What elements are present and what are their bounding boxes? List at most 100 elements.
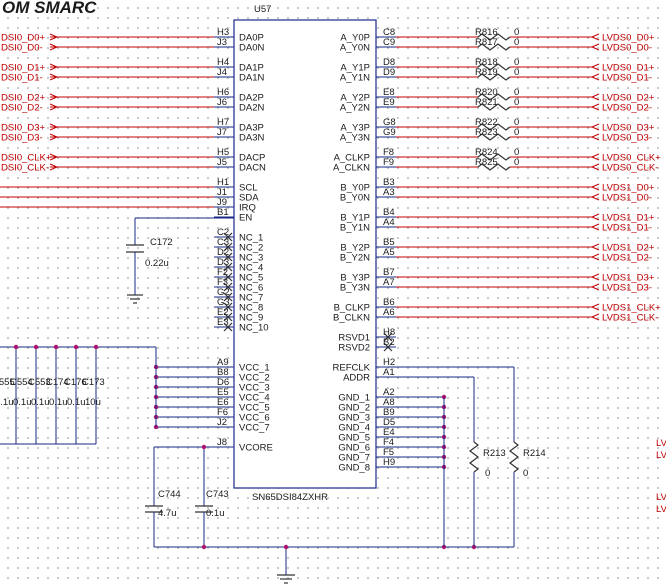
chip-part: SN65DSI84ZXHR <box>252 492 328 503</box>
pin-number: H9 <box>383 457 395 468</box>
pin-number: B6 <box>383 297 395 308</box>
decoupling-cap-bank: C5550.1uC5540.1uC5530.1uC1740.1uC1760.1u… <box>0 344 156 445</box>
pin-E2[interactable]: NC_9E2 <box>214 307 263 324</box>
pin-C2[interactable]: NC_1C2 <box>214 227 263 244</box>
port-arrow-icon <box>590 273 600 281</box>
cap-ref: C553 <box>28 377 51 388</box>
pin-F2[interactable]: NC_5F2 <box>214 267 263 284</box>
pin-number: J4 <box>217 67 227 78</box>
pin-name: A_Y1P <box>340 63 370 74</box>
net-label: LVDS1_D2- <box>602 253 652 264</box>
net-label: DSI0_D1- <box>1 73 43 84</box>
pin-D3[interactable]: NC_4D3 <box>214 257 263 274</box>
pin-number: G3 <box>217 297 230 308</box>
pin-number: B9 <box>383 407 395 418</box>
pin-number: B3 <box>383 177 395 188</box>
cap-val: 10u <box>85 397 101 408</box>
pin-number: A6 <box>383 307 395 318</box>
pin-G2[interactable]: NC_7G2 <box>214 287 263 304</box>
pin-number: J3 <box>217 37 227 48</box>
cap-C555[interactable]: C5550.1u <box>0 344 19 444</box>
net-label: LVDS0_D1+ <box>602 63 655 74</box>
pin-G3[interactable]: NC_8G3 <box>214 297 263 314</box>
res-val: 0 <box>514 37 519 48</box>
pin-number: H7 <box>217 117 229 128</box>
pin-name: A_Y2P <box>340 93 370 104</box>
pin-D2[interactable]: NC_3D2 <box>214 247 263 264</box>
pin-number: D5 <box>383 417 395 428</box>
pin-number: E6 <box>217 397 229 408</box>
pin-number: J8 <box>217 437 227 448</box>
net-label: LVDS1_CLK+ <box>602 303 661 314</box>
pin-name: VCC_4 <box>239 393 270 404</box>
pin-number: E4 <box>383 427 395 438</box>
r214-ref: R214 <box>523 448 546 459</box>
pin-number: H4 <box>217 57 229 68</box>
net-label: DSI0_D2+ <box>1 93 46 104</box>
port-arrow-icon <box>590 223 600 231</box>
pin-F3[interactable]: NC_6F3 <box>214 277 263 294</box>
net-label: LVDS1_D0- <box>602 193 652 204</box>
pin-number: H5 <box>217 147 229 158</box>
pin-name: DACP <box>239 153 265 164</box>
res-ref: R821 <box>475 97 498 108</box>
pin-C3[interactable]: NC_2C3 <box>214 237 263 254</box>
res-ref: R818 <box>475 57 498 68</box>
pin-number: E5 <box>217 387 229 398</box>
chip-body[interactable] <box>233 19 377 489</box>
res-val: 0 <box>514 87 519 98</box>
net-label: LVDS0_CLK- <box>602 163 658 174</box>
res-val: 0 <box>514 67 519 78</box>
pin-number: B5 <box>383 237 395 248</box>
net-label: LVDS1_CLK- <box>602 313 658 324</box>
cap-ref: C174 <box>46 377 69 388</box>
pin-number: F6 <box>217 407 228 418</box>
